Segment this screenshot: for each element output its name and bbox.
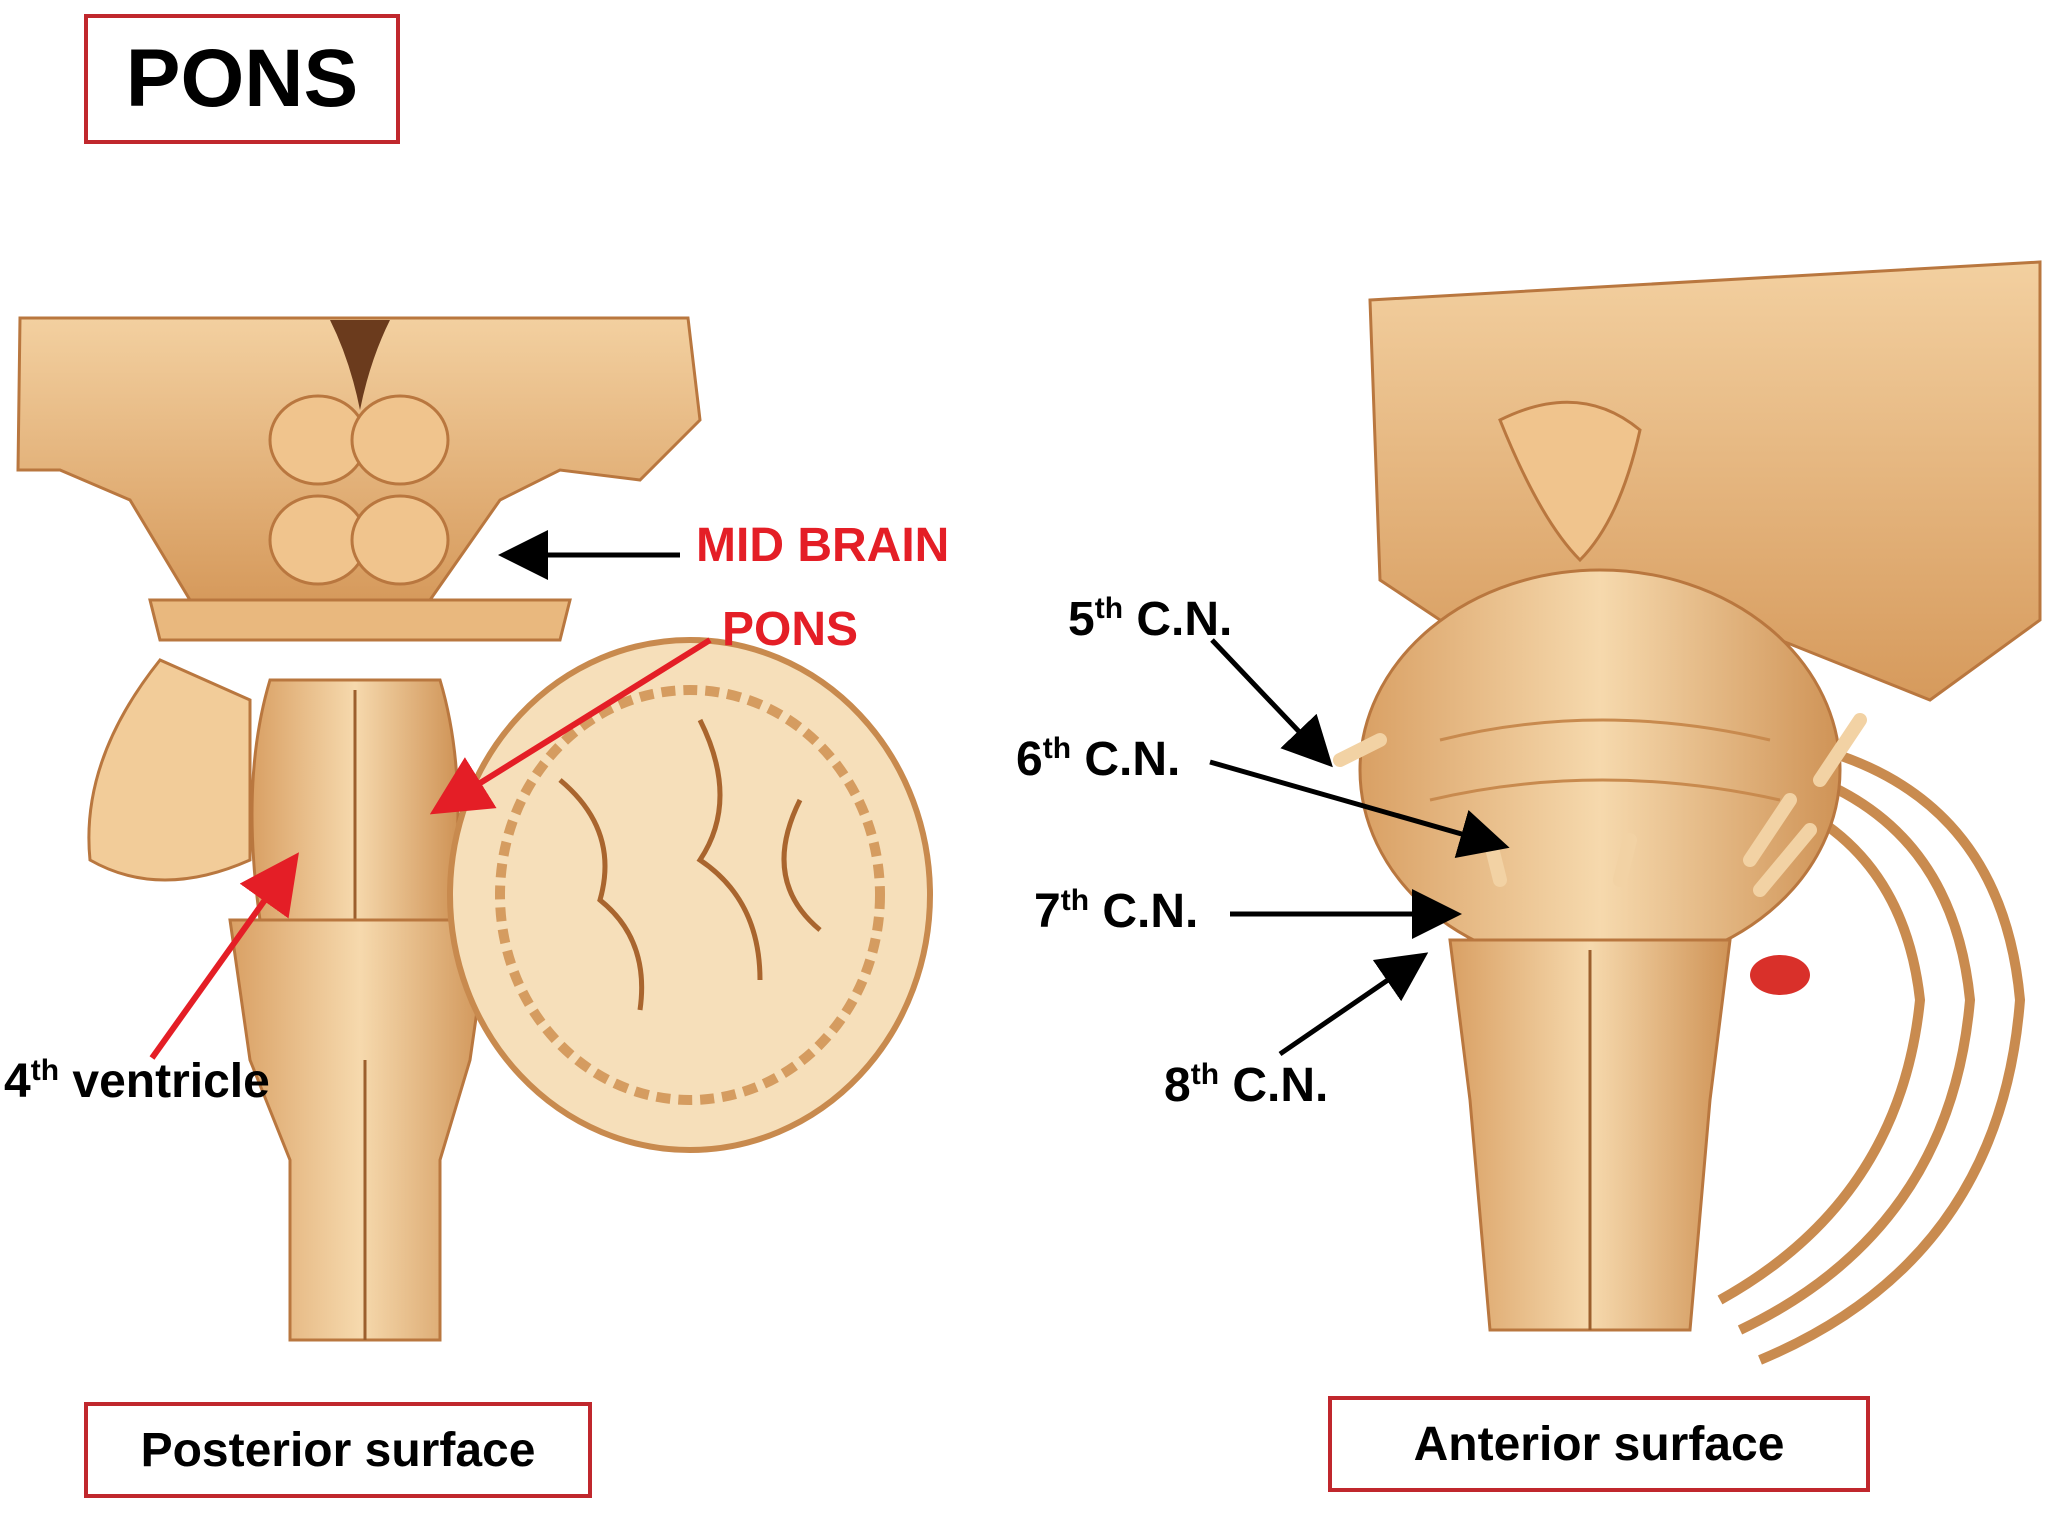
anterior-caption: Anterior surface (1328, 1396, 1870, 1492)
label-7th-cn-text: C.N. (1089, 885, 1199, 938)
label-5th-cn-sup: th (1094, 592, 1124, 625)
label-5th-cn-text: C.N. (1123, 593, 1233, 646)
label-4th-ventricle-sup: th (30, 1054, 60, 1087)
label-8th-cn: 8th C.N. (1164, 1059, 1329, 1112)
label-8th-cn-num: 8 (1164, 1059, 1191, 1112)
label-6th-cn-text: C.N. (1071, 733, 1181, 786)
posterior-caption-text: Posterior surface (140, 1423, 536, 1477)
label-5th-cn: 5th C.N. (1068, 593, 1233, 646)
posterior-view (16, 316, 933, 1342)
label-mid-brain-text: MID BRAIN (696, 519, 950, 572)
posterior-caption: Posterior surface (84, 1402, 592, 1498)
label-pons: PONS (722, 606, 858, 654)
label-6th-cn-sup: th (1042, 732, 1072, 765)
label-pons-text: PONS (722, 603, 859, 656)
anterior-view (1333, 260, 2042, 1365)
medulla (228, 918, 492, 1342)
annotation-arrows (149, 530, 1510, 1060)
label-4th-ventricle: 4th ventricle (4, 1055, 270, 1108)
label-mid-brain: MID BRAIN (696, 522, 949, 570)
label-6th-cn-num: 6 (1016, 733, 1043, 786)
arrow-6th-cn (1209, 759, 1510, 859)
label-4th-ventricle-num: 4 (4, 1055, 31, 1108)
colliculi (268, 394, 450, 586)
label-8th-cn-sup: th (1190, 1058, 1220, 1091)
label-8th-cn-text: C.N. (1219, 1059, 1329, 1112)
label-7th-cn-num: 7 (1034, 885, 1061, 938)
cerebellum-section (447, 637, 933, 1153)
label-4th-ventricle-text: ventricle (59, 1055, 270, 1108)
page-title-text: PONS (125, 33, 359, 124)
arrow-8th-cn (1278, 952, 1429, 1057)
label-6th-cn: 6th C.N. (1016, 733, 1181, 786)
pons-bulge (1358, 568, 1842, 972)
cerebellar-peduncle (87, 658, 252, 882)
label-7th-cn: 7th C.N. (1034, 885, 1199, 938)
label-7th-cn-sup: th (1060, 884, 1090, 917)
page-title: PONS (84, 14, 400, 144)
arrow-5th-cn (1210, 638, 1333, 768)
anterior-caption-text: Anterior surface (1413, 1417, 1785, 1471)
arrow-4th-ventricle (149, 852, 299, 1060)
label-5th-cn-num: 5 (1068, 593, 1095, 646)
arrow-pons (429, 637, 712, 815)
red-spot (1750, 955, 1810, 995)
